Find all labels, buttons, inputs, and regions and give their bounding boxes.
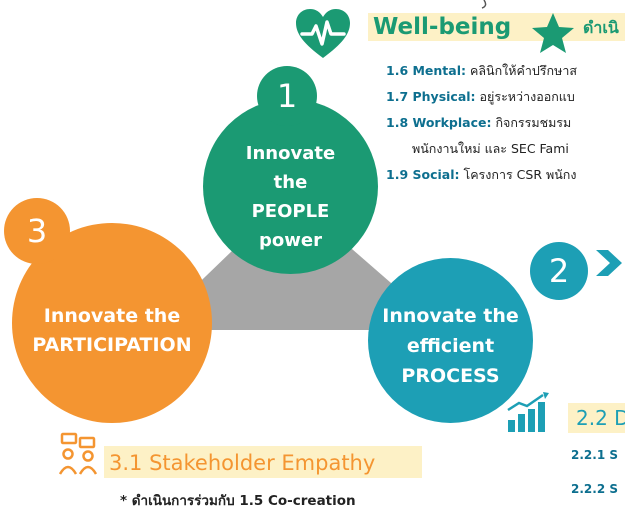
circle-line: PROCESS [401, 364, 500, 387]
circle-line: the [273, 171, 308, 193]
wellbeing-list: 1.6 Mental: คลินิกให้คำปรึกษาส 1.7 Physi… [386, 58, 625, 188]
circle-line: PARTICIPATION [32, 334, 192, 356]
section31-band [104, 446, 422, 478]
circle-line: Innovate [245, 142, 336, 164]
wellbeing-item-physical: 1.7 Physical: อยู่ระหว่างออกแบ [386, 84, 625, 110]
badge-2: 2 [530, 242, 588, 300]
item-text: คลินิกให้คำปรึกษาส [470, 63, 577, 78]
chevron-right-icon [596, 250, 622, 276]
circle-process: Innovate the efficient PROCESS [368, 258, 533, 423]
section22-band [568, 403, 625, 433]
item-text: พนักงานใหม่ และ SEC Fami [412, 141, 569, 156]
section22-title: 2.2 D [576, 406, 625, 430]
star-icon [532, 13, 574, 53]
circle-line: Innovate the [382, 304, 519, 327]
item-text: อยู่ระหว่างออกแบ [479, 89, 575, 104]
section31-title: 3.1 Stakeholder Empathy [109, 451, 376, 475]
item-label: 1.8 Workplace: [386, 115, 492, 130]
badge-1: 1 [257, 66, 317, 126]
circle-line: Innovate the [43, 305, 181, 327]
circle-people: Innovate the PEOPLE power [203, 99, 378, 274]
circle-participation-text: Innovate the PARTICIPATION [32, 302, 191, 360]
wellbeing-item-mental: 1.6 Mental: คลินิกให้คำปรึกษาส [386, 58, 625, 84]
wellbeing-item-social: 1.9 Social: โครงการ CSR พนักง [386, 162, 625, 188]
stakeholder-icon [58, 432, 98, 475]
wellbeing-item-workplace-cont: พนักงานใหม่ และ SEC Fami [386, 136, 625, 162]
item-label: 1.6 Mental: [386, 63, 467, 78]
wellbeing-header-band [368, 13, 625, 41]
wellbeing-action-label: ดำเนิ [583, 18, 619, 37]
section22-sub1: 2.2.1 S [571, 448, 618, 462]
wellbeing-item-workplace: 1.8 Workplace: กิจกรรมชมรม [386, 110, 625, 136]
item-label: 1.9 Social: [386, 167, 460, 182]
circle-line: PEOPLE [251, 200, 330, 222]
wellbeing-title: Well-being [373, 14, 512, 40]
badge-3: 3 [4, 198, 70, 264]
circle-line: power [259, 229, 322, 251]
growth-chart-icon [507, 392, 549, 432]
item-text: โครงการ CSR พนักง [463, 167, 577, 182]
section22-sub2: 2.2.2 S [571, 482, 618, 496]
heart-pulse-icon [296, 9, 350, 58]
section31-note: * ดำเนินการร่วมกับ 1.5 Co-creation [120, 493, 356, 509]
item-text: กิจกรรมชมรม [495, 115, 572, 130]
circle-line: efficient [406, 334, 495, 357]
circle-people-text: Innovate the PEOPLE power [246, 139, 335, 255]
circle-process-text: Innovate the efficient PROCESS [382, 301, 518, 391]
item-label: 1.7 Physical: [386, 89, 476, 104]
